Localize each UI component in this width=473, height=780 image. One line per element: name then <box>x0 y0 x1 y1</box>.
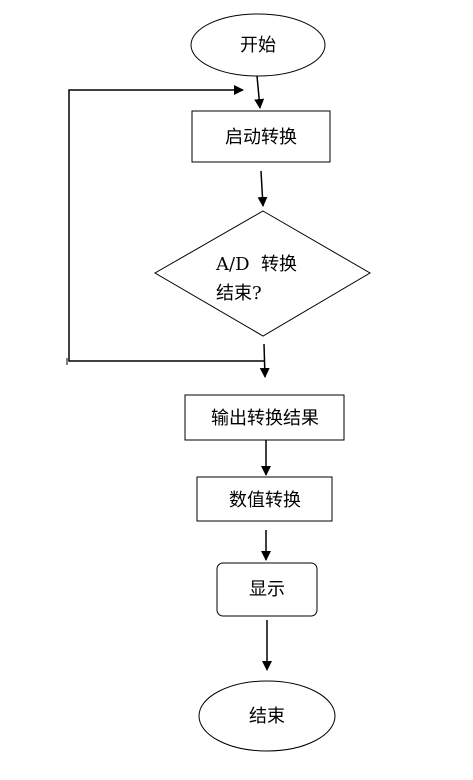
arrow-conversion-to-decision <box>257 170 268 207</box>
start-conversion-label: 启动转换 <box>225 127 297 148</box>
end-node <box>198 680 336 752</box>
numeric-conversion-label: 数值转换 <box>229 490 301 511</box>
output-result-label: 输出转换结果 <box>211 408 319 429</box>
display-box <box>216 562 318 617</box>
decision-diamond <box>154 210 371 337</box>
loop-back-line <box>68 85 264 362</box>
start-label: 开始 <box>240 35 276 56</box>
arrow-decision-to-output <box>259 343 270 378</box>
numeric-conversion-box <box>196 476 333 522</box>
start-node <box>190 13 326 77</box>
display-label: 显示 <box>249 579 285 600</box>
arrow-start-to-conversion <box>254 75 265 109</box>
start-conversion-box <box>191 110 331 163</box>
output-result-box <box>184 394 345 441</box>
end-label: 结束 <box>249 706 285 727</box>
decision-label-line2: 结束? <box>216 283 262 304</box>
decision-label-line1: A/D 转换 <box>215 254 297 275</box>
